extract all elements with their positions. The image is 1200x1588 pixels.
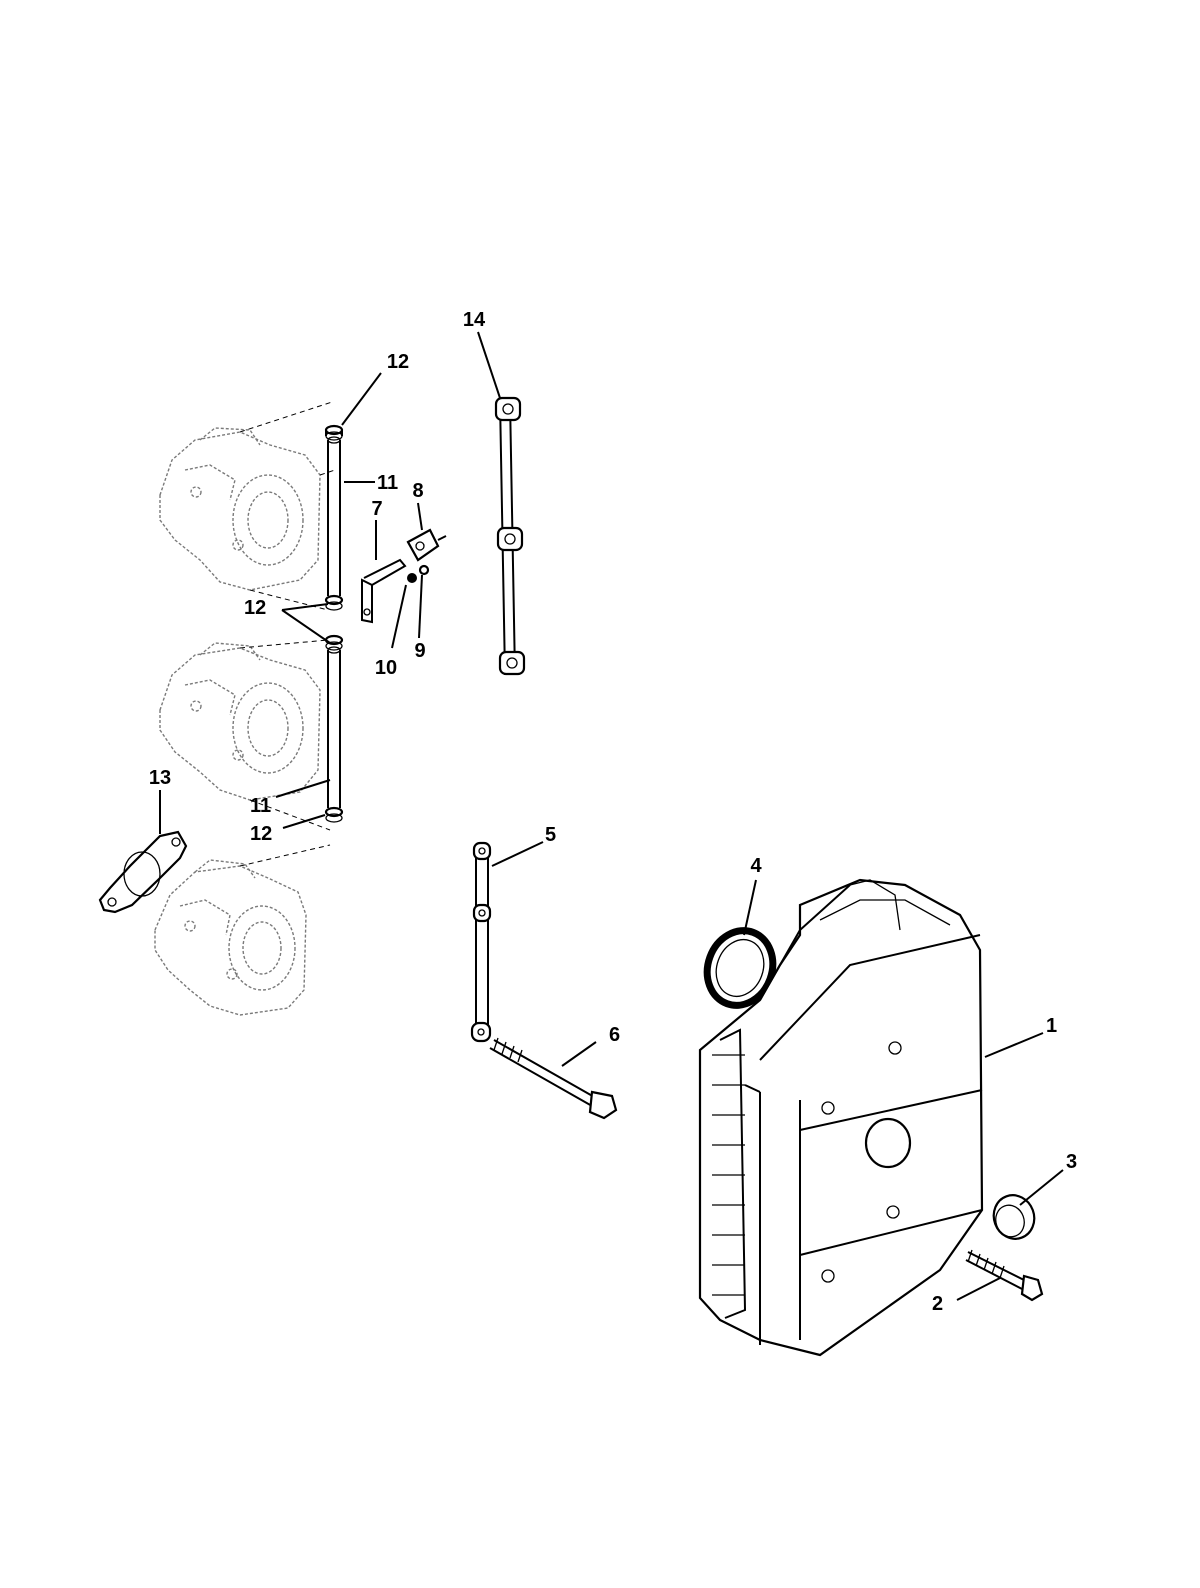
- spring-10: [407, 573, 417, 583]
- lever-7: [361, 558, 407, 624]
- callout-10: 10: [375, 657, 397, 679]
- callout-labels: 1 2 3 4 5 6 7 8 9 10 11 11 12 12 12 13 1…: [149, 309, 1077, 1315]
- gasket-13: [98, 830, 188, 914]
- screw-2: [965, 1249, 1044, 1302]
- bushing-12-top: [324, 424, 344, 441]
- callout-12-top: 12: [387, 351, 409, 373]
- callout-2: 2: [932, 1293, 943, 1315]
- shaft-11-upper: [327, 436, 341, 596]
- link-14: [494, 396, 526, 676]
- leader-lines: [159, 331, 1064, 1301]
- callout-14: 14: [463, 309, 486, 331]
- o-ring-4: [703, 927, 777, 1009]
- bushing-12-middle: [324, 594, 344, 651]
- carburetor-middle-ghost: [159, 642, 321, 801]
- carburetor-bottom-ghost: [154, 859, 307, 1016]
- callout-5: 5: [545, 824, 556, 846]
- callout-8: 8: [412, 480, 423, 502]
- callout-13: 13: [149, 767, 171, 789]
- link-5: [470, 841, 492, 1043]
- callout-7: 7: [371, 498, 382, 520]
- callout-6: 6: [609, 1024, 620, 1046]
- bushing-12-bottom: [324, 806, 344, 823]
- carburetor-top-ghost: [159, 427, 321, 591]
- callout-11-upper: 11: [377, 472, 398, 494]
- plug-3: [992, 1194, 1036, 1240]
- housing-1: [698, 878, 984, 1357]
- callout-12-bottom: 12: [250, 823, 272, 845]
- washer-9: [418, 564, 430, 576]
- callout-3: 3: [1066, 1151, 1077, 1173]
- callout-9: 9: [414, 640, 425, 662]
- callout-12-middle: 12: [244, 597, 266, 619]
- connector-8: [406, 528, 447, 562]
- callout-4: 4: [750, 855, 762, 877]
- screw-6: [489, 1037, 618, 1120]
- callout-11-lower: 11: [250, 795, 271, 817]
- shaft-11-lower: [327, 646, 341, 808]
- callout-1: 1: [1046, 1015, 1057, 1037]
